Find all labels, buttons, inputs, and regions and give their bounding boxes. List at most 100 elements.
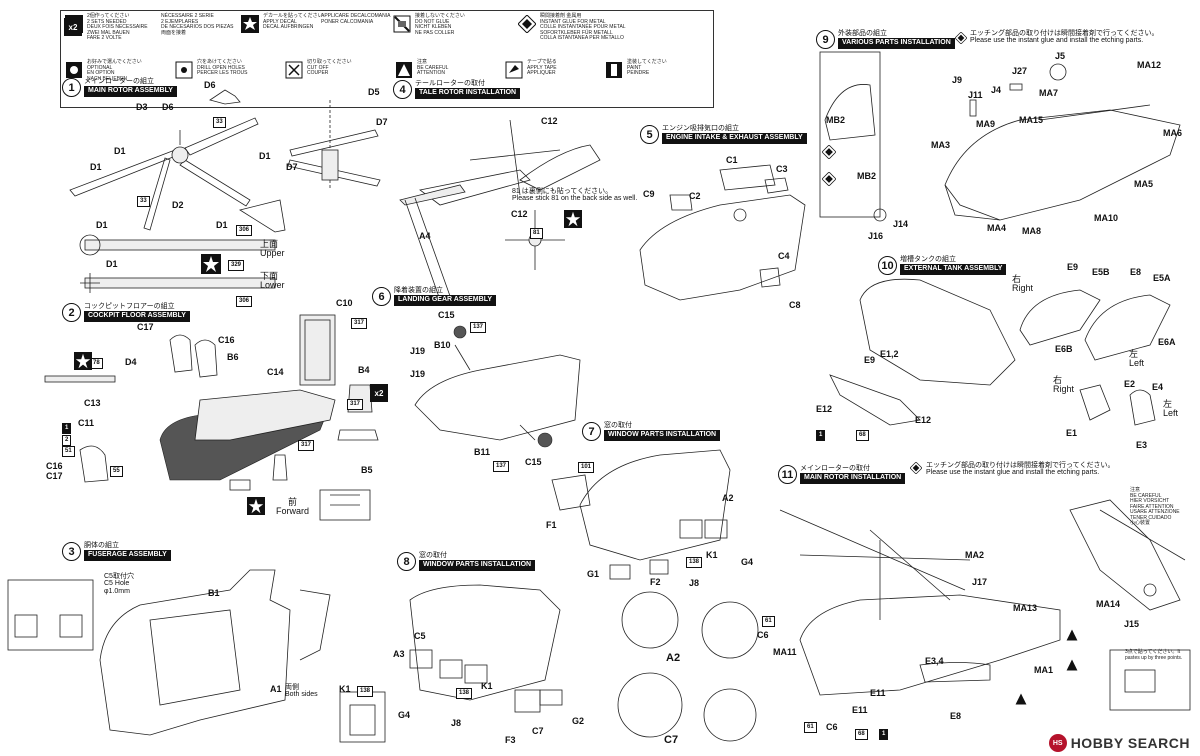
metal-glue-icon bbox=[910, 462, 922, 474]
legend-text: NÉCESSAIRE 2 SERIE bbox=[161, 13, 214, 19]
part-label: E8 bbox=[1130, 267, 1142, 277]
legend-text: DEUX FOIS NECESSAIRE bbox=[87, 24, 148, 30]
note-forward: 前 Forward bbox=[276, 497, 309, 517]
various-parts-drawing bbox=[819, 51, 1181, 222]
caution-icon bbox=[1014, 692, 1028, 706]
note-en: Upper bbox=[260, 248, 285, 259]
decal-number-chip: 61 bbox=[762, 616, 775, 627]
note-en: Right bbox=[1012, 283, 1034, 294]
no-glue-icon bbox=[393, 15, 411, 33]
note-jp: エッチング部品の取り付けは瞬間接着剤で行ってください。 bbox=[970, 30, 1159, 37]
part-label: E12 bbox=[816, 404, 833, 414]
note-en: Left bbox=[1129, 358, 1145, 369]
legend-item: NÉCESSAIRE 2 SERIE 2 EJEMPLARES DE NECES… bbox=[161, 13, 291, 57]
part-label: B1 bbox=[208, 588, 220, 598]
step-title-jp: メインローターの取付 bbox=[800, 465, 870, 473]
decal-number-chip: 306 bbox=[236, 296, 253, 307]
legend-item: デカールを貼ってください APPLY DECAL DECAL AUFBRINGE… bbox=[239, 13, 389, 57]
part-label: D7 bbox=[286, 162, 298, 172]
note-c5-hole: C5取付穴 C5 Hole φ1.0mm bbox=[104, 573, 134, 595]
legend-text: APPLIQUER bbox=[527, 70, 556, 76]
step-title-jp: 胴体の組立 bbox=[84, 542, 119, 550]
part-label: J19 bbox=[410, 346, 426, 356]
decal-number-chip: 81 bbox=[530, 228, 543, 239]
part-label: D1 bbox=[90, 162, 102, 172]
legend-text: SOFORTKLEBER FÜR METALL bbox=[540, 29, 613, 36]
decal-star-icon bbox=[247, 497, 265, 515]
part-label: E3,4 bbox=[925, 656, 944, 666]
part-label: K1 bbox=[339, 684, 351, 694]
legend-text: OPTIONAL bbox=[87, 64, 113, 71]
legend-text: 接着しないでください bbox=[415, 13, 465, 19]
part-label: F2 bbox=[650, 577, 661, 587]
decal-number-chip: 138 bbox=[357, 686, 374, 697]
legend-text: 塗装してください bbox=[627, 59, 667, 65]
part-label: C12 bbox=[541, 116, 558, 126]
part-label: E9 bbox=[1067, 262, 1079, 272]
legend-text: NE PAS COLLER bbox=[415, 29, 455, 36]
part-label: E1,2 bbox=[880, 349, 899, 359]
part-label: B10 bbox=[434, 340, 451, 350]
note-etching-9: エッチング部品の取り付けは瞬間接着剤で行ってください。 Please use t… bbox=[970, 30, 1158, 45]
step-title-jp: 降着装置の組立 bbox=[394, 287, 443, 295]
decal-number-chip: 138 bbox=[456, 688, 473, 699]
legend-text: デカールを貼ってください bbox=[263, 13, 323, 19]
legend-text: ATTENTION bbox=[417, 70, 445, 76]
legend-text: ZWEI MAL BAUEN bbox=[87, 29, 130, 36]
legend-item: 塗装してください PAINT PEINDRE bbox=[603, 59, 711, 103]
part-label: MA1 bbox=[1034, 665, 1054, 675]
metal-glue-icon bbox=[955, 32, 967, 44]
part-label: F1 bbox=[546, 520, 557, 530]
step-number: 3 bbox=[62, 542, 81, 561]
step-number: 8 bbox=[397, 552, 416, 571]
step-title-en: ENGINE INTAKE & EXHAUST ASSEMBLY bbox=[662, 133, 807, 144]
legend-item: 瞬間接着剤 金属用 INSTANT GLUE FOR METAL COLLE I… bbox=[516, 13, 706, 57]
x2-icon: x2 bbox=[370, 384, 388, 402]
note-en: Please stick 81 on the back side as well… bbox=[512, 195, 638, 203]
part-label: MA14 bbox=[1096, 599, 1121, 609]
legend-text: DRILL OPEN HOLES bbox=[197, 64, 245, 71]
legend-text: テープで貼る bbox=[527, 59, 557, 65]
legend-text: DE NECESARIOS DOS PIEZAS bbox=[161, 24, 234, 30]
note-en: Right bbox=[1053, 384, 1075, 395]
part-label: A2 bbox=[722, 493, 734, 503]
note-dia: φ1.0mm bbox=[104, 587, 130, 595]
legend-text: お好みで選んでください bbox=[87, 59, 142, 65]
note-both-sides: 両側 Both sides bbox=[285, 684, 318, 699]
note-jp: C5取付穴 bbox=[104, 573, 134, 580]
decal-number-chip: 55 bbox=[110, 466, 123, 477]
note-jp: 左 bbox=[1129, 349, 1139, 359]
drill-icon bbox=[175, 61, 193, 79]
note-j15: 3点で貼ってください。It pastes up by three points. bbox=[1125, 649, 1183, 661]
legend-text: BE CAREFUL bbox=[417, 64, 449, 71]
decal-number-chip: 1 bbox=[62, 423, 72, 434]
decal-number-chip: 137 bbox=[470, 322, 487, 333]
legend-text: 注意 bbox=[417, 59, 428, 65]
part-label: D4 bbox=[125, 357, 137, 367]
note-en: Lower bbox=[260, 280, 285, 291]
brand-text: HOBBY SEARCH bbox=[1070, 735, 1190, 751]
part-label: C10 bbox=[336, 298, 353, 308]
decal-number-chip: 101 bbox=[578, 462, 595, 473]
part-label: E9 bbox=[864, 355, 876, 365]
legend-text: COUPER bbox=[307, 70, 329, 76]
note-jp: 81 は裏側にも貼ってください。 bbox=[512, 188, 613, 195]
part-label: C9 bbox=[643, 189, 655, 199]
part-label: C3 bbox=[776, 164, 788, 174]
part-label: E8 bbox=[950, 711, 962, 721]
part-label: MA5 bbox=[1134, 179, 1154, 189]
part-label: C5 bbox=[414, 631, 426, 641]
part-label: J8 bbox=[451, 718, 462, 728]
main-rotor-install-drawing bbox=[779, 499, 1191, 711]
part-label: MB2 bbox=[857, 171, 877, 181]
note-line: BE CAREFUL bbox=[1130, 492, 1162, 499]
part-label: G1 bbox=[587, 569, 600, 579]
